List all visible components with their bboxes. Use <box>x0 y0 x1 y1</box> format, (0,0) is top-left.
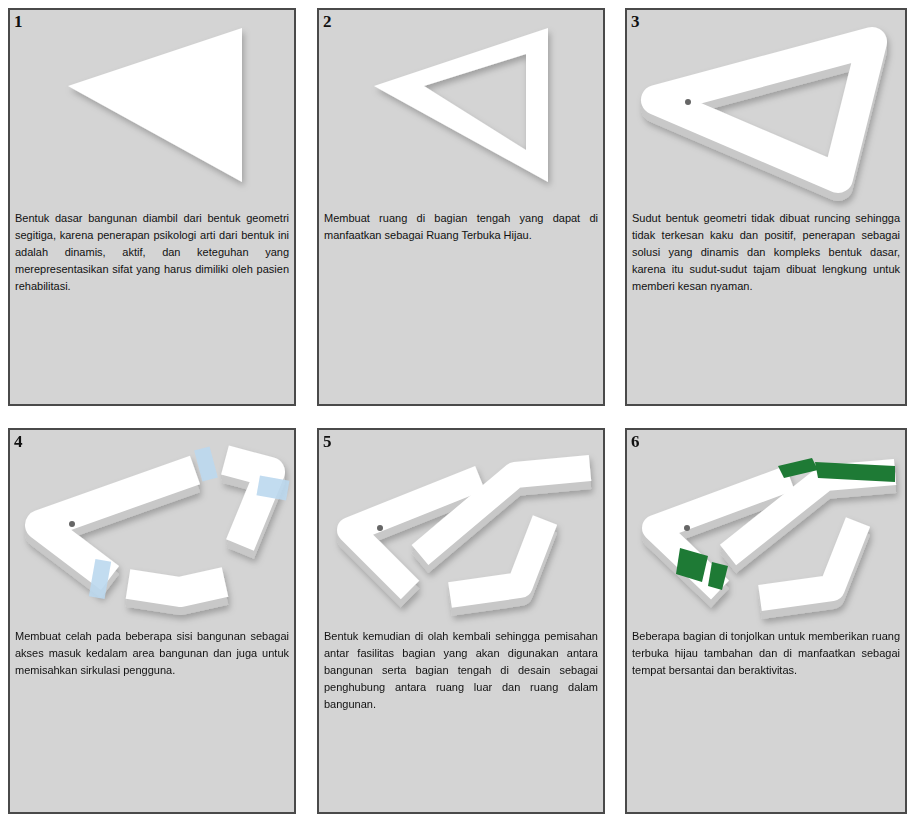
step-number: 2 <box>323 12 332 32</box>
step-number: 4 <box>14 432 23 452</box>
step-number: 6 <box>631 432 640 452</box>
step-panel: 6Beberapa bagian di tonjolkan untuk memb… <box>625 428 907 814</box>
step-panel: 4Membuat celah pada beberapa sisi bangun… <box>8 428 296 814</box>
step-description: Sudut bentuk geometri tidak dibuat runci… <box>632 210 900 295</box>
step-description: Membuat celah pada beberapa sisi banguna… <box>15 628 289 679</box>
step-number: 5 <box>323 432 332 452</box>
rounded-ring <box>656 42 872 186</box>
step-panel: 3Sudut bentuk geometri tidak dibuat runc… <box>625 8 907 406</box>
step-description: Membuat ruang di bagian tengah yang dapa… <box>324 210 598 244</box>
glass-entrance <box>89 446 290 599</box>
step-description: Beberapa bagian di tonjolkan untuk membe… <box>632 628 900 679</box>
step-number: 3 <box>631 12 640 32</box>
step-description: Bentuk dasar bangunan diambil dari bentu… <box>15 210 289 295</box>
step-description: Bentuk kemudian di olah kembali sehingga… <box>324 628 598 713</box>
triangle-mass <box>68 28 242 182</box>
reworked-mass <box>350 468 590 603</box>
step-panel: 5Bentuk kemudian di olah kembali sehingg… <box>317 428 605 814</box>
green-area <box>676 458 895 590</box>
step-panel: 2Membuat ruang di bagian tengah yang dap… <box>317 8 605 406</box>
triangle-void <box>374 28 548 182</box>
step-panel: 1Bentuk dasar bangunan diambil dari bent… <box>8 8 296 406</box>
ring-with-openings <box>40 460 270 600</box>
mass-with-green <box>655 472 895 606</box>
panel-ground <box>8 8 907 814</box>
step-number: 1 <box>14 12 23 32</box>
